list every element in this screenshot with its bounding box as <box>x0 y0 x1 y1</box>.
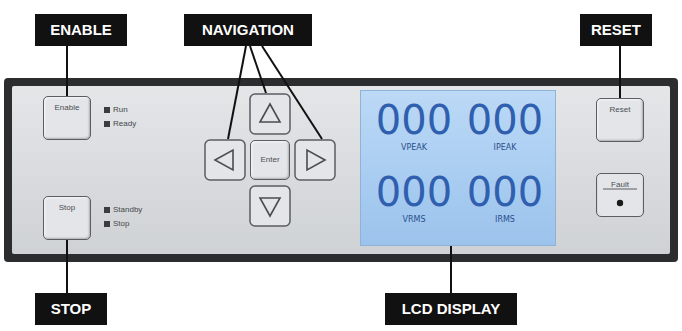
button-label: Reset <box>597 105 643 115</box>
button-label: Stop <box>44 203 90 213</box>
led <box>104 207 110 213</box>
readout-caption: IRMS <box>460 215 550 225</box>
panel-face <box>12 86 670 254</box>
callout-label: ENABLE <box>35 14 127 46</box>
leader-line <box>250 46 266 93</box>
indicator-label: Stop <box>113 219 129 229</box>
readout-caption: VRMS <box>369 215 459 225</box>
stop-button: Stop <box>43 196 91 240</box>
panel-frame <box>4 78 678 262</box>
readout-value: 000 <box>460 99 550 141</box>
readout-caption: IPEAK <box>460 143 550 153</box>
button-label: Enable <box>44 103 90 113</box>
indicator-label: Ready <box>113 119 136 129</box>
led <box>104 121 110 127</box>
callout-label: LCD DISPLAY <box>385 293 517 325</box>
callout-text: NAVIGATION <box>202 21 294 39</box>
callout-text: RESET <box>591 21 641 39</box>
led <box>104 107 110 113</box>
callout-text: LCD DISPLAY <box>402 300 501 318</box>
fault-button-face <box>598 173 642 217</box>
arrow-button <box>250 186 290 226</box>
indicator-label: Standby <box>113 205 142 215</box>
lcd-display: 000000VPEAKIPEAK000000VRMSIRMS <box>360 90 556 246</box>
enter-button: Enter <box>250 140 290 180</box>
arrow-button <box>250 94 290 134</box>
leader-line <box>619 46 621 98</box>
reset-button: Reset <box>596 98 644 142</box>
button-label: Fault <box>597 180 643 190</box>
callout-text: ENABLE <box>50 21 112 39</box>
leader-line <box>66 240 68 293</box>
fault-dot <box>617 200 623 206</box>
callout-text: STOP <box>51 300 92 318</box>
readout-value: 000 <box>369 99 459 141</box>
led <box>104 221 110 227</box>
leader-line <box>228 46 246 139</box>
readout-value: 000 <box>460 171 550 213</box>
readout-caption: VPEAK <box>369 143 459 153</box>
leader-line <box>262 46 322 139</box>
callout-label: NAVIGATION <box>184 14 312 46</box>
arrow-button <box>205 140 245 180</box>
enable-button: Enable <box>43 96 91 140</box>
callout-label: RESET <box>580 14 652 46</box>
arrow-button <box>295 140 335 180</box>
callout-label: STOP <box>35 293 107 325</box>
readout-value: 000 <box>369 171 459 213</box>
button-label: Enter <box>260 155 279 165</box>
leader-line <box>66 46 68 96</box>
leader-line <box>450 246 452 293</box>
indicator-label: Run <box>113 105 128 115</box>
fault-button: Fault <box>596 173 644 217</box>
